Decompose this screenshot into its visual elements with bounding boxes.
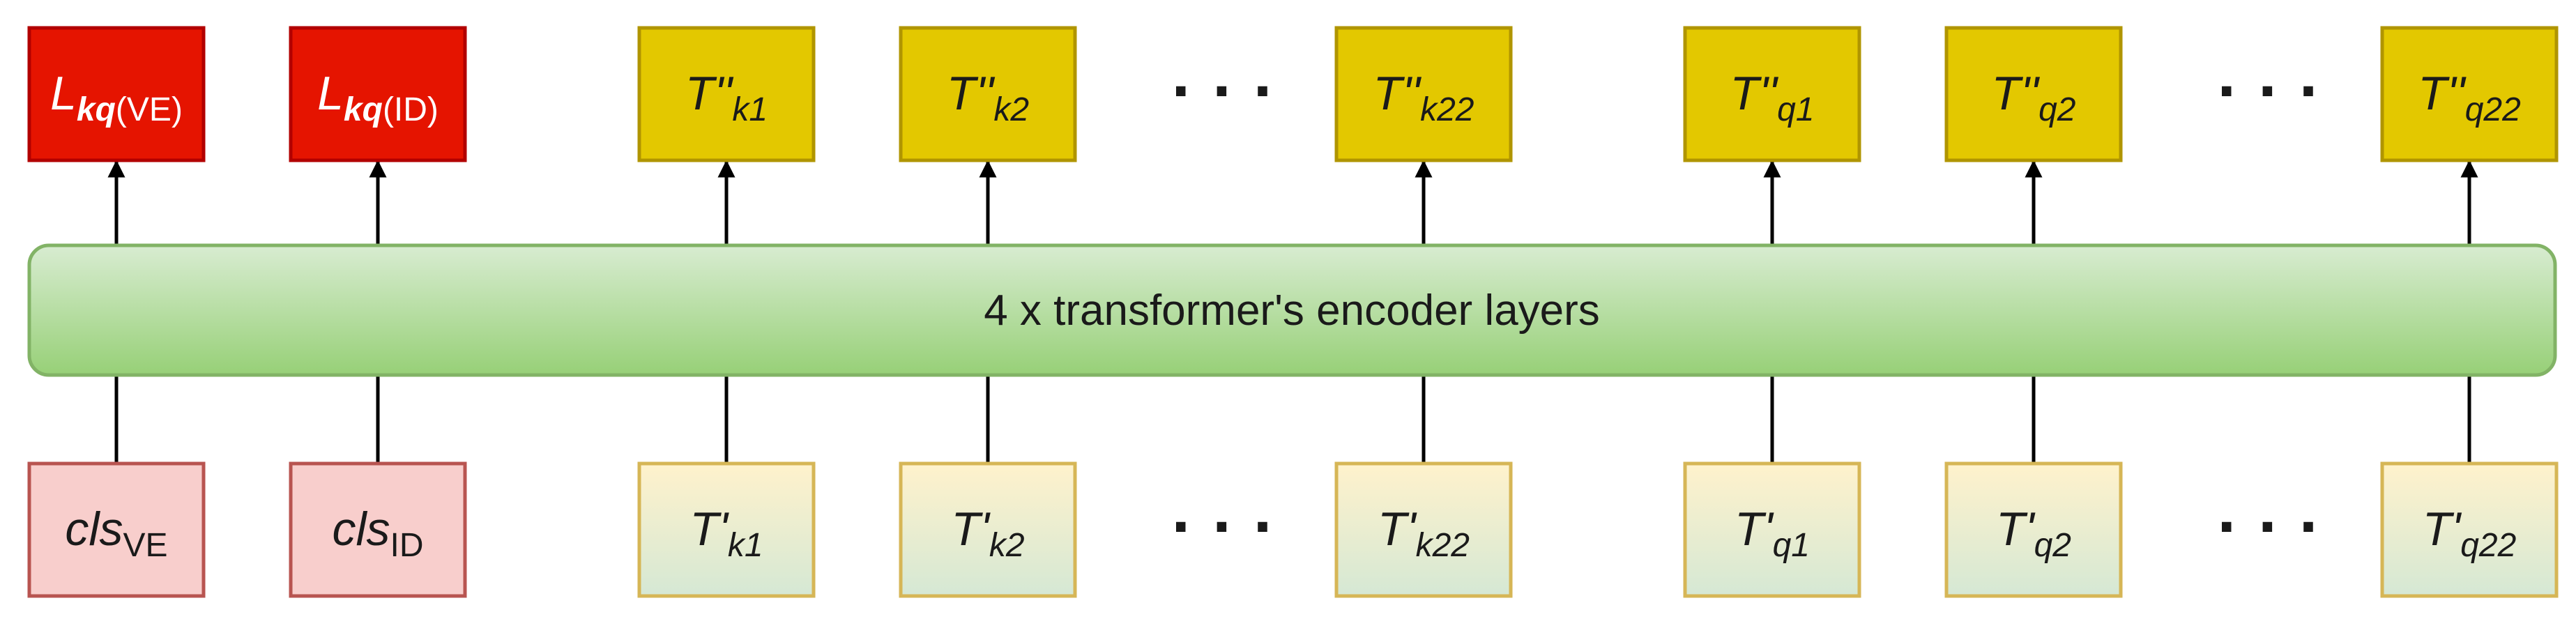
token-subscript: q1	[1773, 527, 1810, 564]
token-symbol: T''	[685, 67, 734, 120]
input-token-q22-box	[2380, 461, 2559, 598]
input-token-k2-label: T'k2	[951, 503, 1024, 564]
token-symbol: T''	[947, 67, 996, 120]
encoder-layers-box	[27, 243, 2557, 377]
encoder-label: 4 x transformer's encoder layers	[984, 286, 1600, 335]
token-symbol: T'	[1996, 503, 2036, 556]
loss-kqve-box	[27, 26, 206, 162]
token-subscript: q22	[2465, 91, 2521, 128]
input-token-q2-label: T'q2	[1996, 503, 2071, 564]
output-token-k1-label: T''k1	[685, 67, 768, 128]
output-token-q2-box	[1944, 26, 2123, 162]
loss-symbol: L	[50, 67, 77, 120]
loss-kqid-label: Lkq(ID)	[317, 67, 439, 128]
output-token-k1-box	[637, 26, 816, 162]
input-token-k22-box	[1334, 461, 1513, 598]
cls-ve-box	[27, 461, 206, 598]
token-subscript: k2	[993, 91, 1029, 128]
input-token-k2-box	[899, 461, 1077, 598]
loss-paren: (VE)	[116, 91, 183, 128]
token-subscript: q22	[2460, 527, 2516, 564]
token-subscript: k22	[1416, 527, 1470, 564]
token-symbol: T''	[2418, 67, 2467, 120]
token-symbol: T'	[1378, 503, 1417, 556]
input-token-q2-box	[1944, 461, 2123, 598]
output-token-q22: T''q22	[2380, 26, 2559, 162]
encoder-block: 4 x transformer's encoder layers	[27, 243, 2557, 377]
loss-subscript: kq	[344, 91, 383, 128]
output-token-k22-box	[1334, 26, 1513, 162]
input-ellipsis: · · ·	[2217, 489, 2321, 564]
output-token-q1: T''q1	[1683, 26, 1861, 162]
cls-id-label: clsID	[332, 503, 423, 564]
connectors	[107, 160, 2478, 464]
input-token-k22: T'k22	[1334, 461, 1513, 598]
loss-subscript: kq	[77, 91, 116, 128]
loss-paren: (ID)	[383, 91, 439, 128]
output-ellipsis: · · ·	[2217, 54, 2321, 128]
cls-id: clsID	[289, 461, 467, 598]
token-subscript: k2	[989, 527, 1025, 564]
loss-kqve: Lkq(VE)	[27, 26, 206, 162]
output-token-k2: T''k2	[899, 26, 1077, 162]
output-ellipsis: · · ·	[1171, 54, 1275, 128]
output-token-k22: T''k22	[1334, 26, 1513, 162]
token-subscript: q2	[2038, 91, 2075, 128]
input-token-q1-box	[1683, 461, 1861, 598]
token-symbol: T'	[689, 503, 729, 556]
token-symbol: T''	[1992, 67, 2041, 120]
output-token-q22-box	[2380, 26, 2559, 162]
token-subscript: q2	[2034, 527, 2071, 564]
token-subscript: k1	[732, 91, 768, 128]
token-symbol: T''	[1730, 67, 1779, 120]
cls-symbol: cls	[332, 503, 390, 556]
loss-symbol: L	[317, 67, 344, 120]
input-token-k22-label: T'k22	[1378, 503, 1470, 564]
output-token-k2-box	[899, 26, 1077, 162]
output-token-k2-label: T''k2	[947, 67, 1029, 128]
cls-id-box	[289, 461, 467, 598]
output-token-q1-box	[1683, 26, 1861, 162]
token-symbol: T''	[1373, 67, 1422, 120]
cls-subscript: VE	[123, 527, 168, 564]
input-token-q1-label: T'q1	[1735, 503, 1810, 564]
input-token-q22: T'q22	[2380, 461, 2559, 598]
token-subscript: k1	[728, 527, 763, 564]
cls-ve-label: clsVE	[65, 503, 167, 564]
output-token-k22-label: T''k22	[1373, 67, 1474, 128]
cls-symbol: cls	[65, 503, 123, 556]
output-token-k1: T''k1	[637, 26, 816, 162]
token-symbol: T'	[951, 503, 991, 556]
input-ellipsis: · · ·	[1171, 489, 1275, 564]
loss-kqid: Lkq(ID)	[289, 26, 467, 162]
output-token-q1-label: T''q1	[1730, 67, 1815, 128]
cls-ve: clsVE	[27, 461, 206, 598]
output-token-q2-label: T''q2	[1992, 67, 2076, 128]
token-symbol: T'	[1735, 503, 1774, 556]
input-token-q22-label: T'q22	[2423, 503, 2517, 564]
token-subscript: k22	[1420, 91, 1474, 128]
input-token-q1: T'q1	[1683, 461, 1861, 598]
token-subscript: q1	[1777, 91, 1814, 128]
loss-kqid-box	[289, 26, 467, 162]
input-token-k1: T'k1	[637, 461, 816, 598]
loss-kqve-label: Lkq(VE)	[50, 67, 183, 128]
input-token-k1-box	[637, 461, 816, 598]
cls-subscript: ID	[390, 527, 424, 564]
output-token-q2: T''q2	[1944, 26, 2123, 162]
input-token-k2: T'k2	[899, 461, 1077, 598]
output-token-q22-label: T''q22	[2418, 67, 2521, 128]
token-symbol: T'	[2423, 503, 2462, 556]
input-token-k1-label: T'k1	[689, 503, 763, 564]
input-token-q2: T'q2	[1944, 461, 2123, 598]
